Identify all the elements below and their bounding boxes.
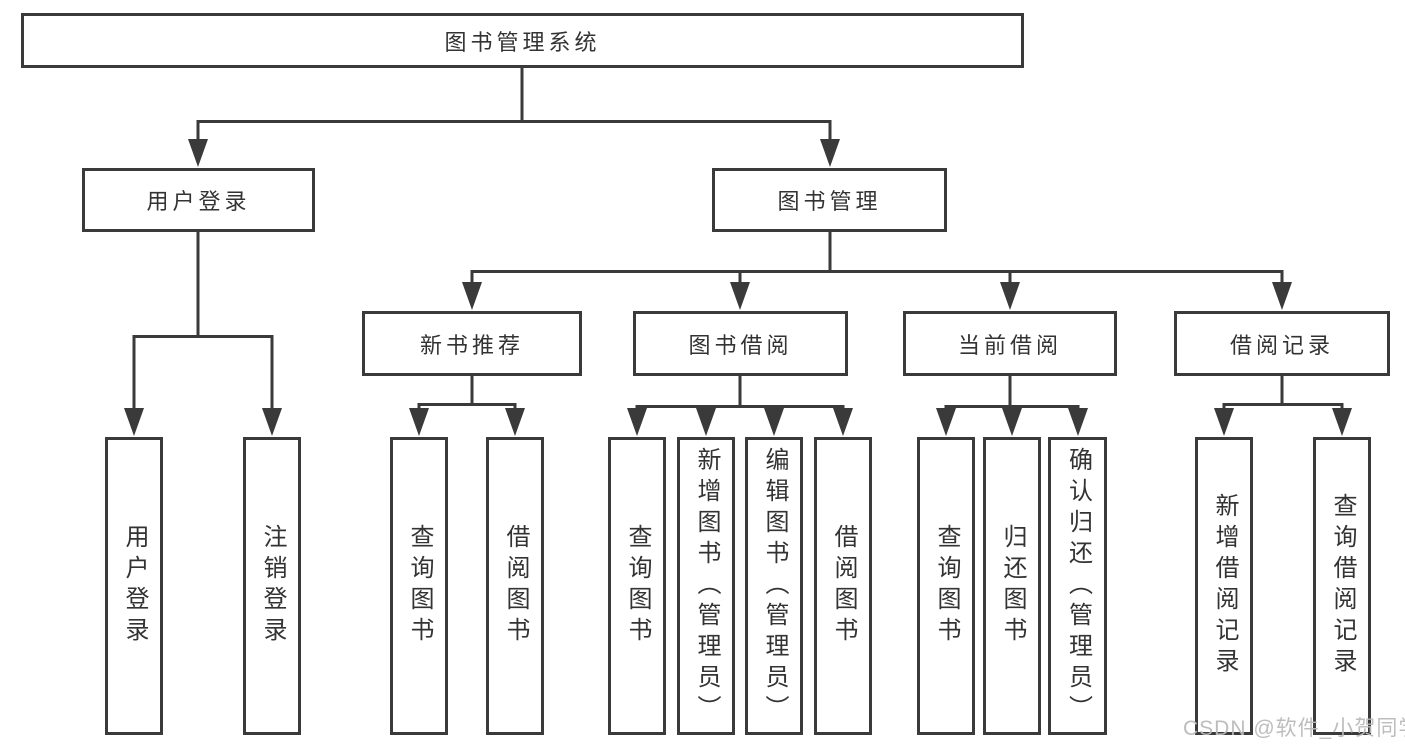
node-book-borrowing-label: 图书借阅 xyxy=(688,332,793,358)
node-borrowing-records: 借阅记录 xyxy=(1174,311,1390,376)
arrow-down-icon xyxy=(627,408,853,436)
leaf-query-borrow-record-label: 查询借阅记录 xyxy=(1329,493,1356,679)
node-current-borrowing-label: 当前借阅 xyxy=(957,332,1062,358)
leaf-query-books-current-label: 查询图书 xyxy=(933,524,960,648)
leaf-query-books-borrowing: 查询图书 xyxy=(608,437,666,735)
connector-newbook-to-leaves xyxy=(409,376,525,436)
node-new-book-recommend-label: 新书推荐 xyxy=(419,332,524,358)
leaf-edit-books-admin: 编辑图书（管理员） xyxy=(745,437,803,735)
arrow-down-icon xyxy=(124,408,282,436)
leaf-borrow-books-newbook-label: 借阅图书 xyxy=(502,524,529,648)
leaf-query-books-newbook-label: 查询图书 xyxy=(406,524,433,648)
arrow-down-icon xyxy=(409,408,525,436)
leaf-borrow-books-newbook: 借阅图书 xyxy=(486,437,544,735)
leaf-logout-label: 注销登录 xyxy=(259,524,286,648)
node-user-login-label: 用户登录 xyxy=(146,189,251,214)
leaf-confirm-return-admin-label: 确认归还（管理员） xyxy=(1064,446,1092,726)
leaf-add-books-admin: 新增图书（管理员） xyxy=(677,437,735,735)
leaf-add-borrow-record-label: 新增借阅记录 xyxy=(1211,493,1238,679)
arrow-down-icon xyxy=(462,282,1292,310)
connector-records-to-leaves xyxy=(1214,376,1352,436)
leaf-user-login: 用户登录 xyxy=(105,437,163,735)
node-root-label: 图书管理系统 xyxy=(444,29,601,55)
leaf-return-books: 归还图书 xyxy=(983,437,1041,735)
node-root: 图书管理系统 xyxy=(21,13,1024,68)
leaf-add-books-admin-label: 新增图书（管理员） xyxy=(693,446,720,726)
csdn-watermark: CSDN @软件_小贺同学 xyxy=(1183,717,1405,740)
leaf-query-books-current: 查询图书 xyxy=(917,437,975,735)
leaf-edit-books-admin-label: 编辑图书（管理员） xyxy=(761,446,788,726)
node-user-login: 用户登录 xyxy=(82,168,315,232)
connector-root-to-level2 xyxy=(188,68,840,167)
connector-bookmgmt-to-level3 xyxy=(462,232,1292,310)
connector-userlogin-to-leaves xyxy=(124,232,282,436)
connector-current-to-leaves xyxy=(936,376,1088,436)
leaf-borrow-books-borrowing-label: 借阅图书 xyxy=(830,524,857,648)
node-book-management-label: 图书管理 xyxy=(777,189,882,214)
leaf-logout: 注销登录 xyxy=(243,437,301,735)
node-book-management: 图书管理 xyxy=(712,168,947,232)
node-current-borrowing: 当前借阅 xyxy=(903,311,1117,376)
leaf-confirm-return-admin: 确认归还（管理员） xyxy=(1048,437,1107,735)
connector-borrowing-to-leaves xyxy=(627,376,853,436)
arrow-down-icon xyxy=(1214,408,1352,436)
node-new-book-recommend: 新书推荐 xyxy=(362,311,582,376)
leaf-query-books-borrowing-label: 查询图书 xyxy=(624,524,651,648)
arrow-down-icon xyxy=(936,408,1088,436)
arrow-down-icon xyxy=(188,139,840,167)
leaf-user-login-label: 用户登录 xyxy=(121,524,148,648)
node-borrowing-records-label: 借阅记录 xyxy=(1229,332,1334,358)
leaf-query-books-newbook: 查询图书 xyxy=(390,437,448,735)
leaf-query-borrow-record: 查询借阅记录 xyxy=(1313,437,1371,735)
leaf-borrow-books-borrowing: 借阅图书 xyxy=(814,437,872,735)
leaf-add-borrow-record: 新增借阅记录 xyxy=(1195,437,1253,735)
node-book-borrowing: 图书借阅 xyxy=(633,311,848,376)
leaf-return-books-label: 归还图书 xyxy=(999,524,1026,648)
